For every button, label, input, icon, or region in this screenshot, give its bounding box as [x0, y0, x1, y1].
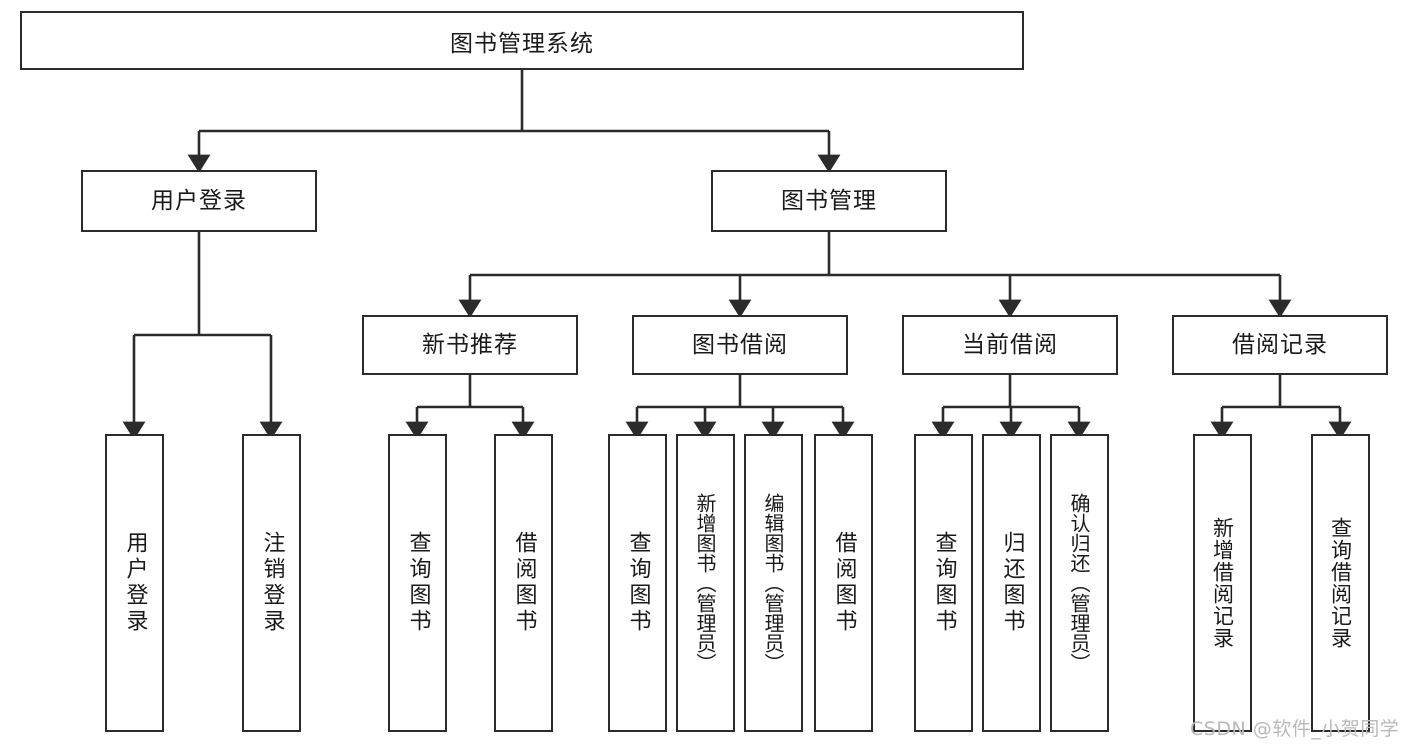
node-current-borrow[interactable]: 当前借阅 [902, 315, 1118, 375]
leaf-query-book-new[interactable]: 查询图书 [388, 434, 447, 732]
node-label: 归还图书 [999, 531, 1025, 635]
node-user-login[interactable]: 用户登录 [81, 170, 317, 232]
node-label: 借阅记录 [1232, 331, 1328, 358]
leaf-edit-book-admin[interactable]: 编辑图书（管理员） [744, 434, 803, 732]
node-label: 注销登录 [259, 531, 285, 635]
node-label: 查询图书 [931, 531, 957, 635]
node-borrow-record[interactable]: 借阅记录 [1172, 315, 1388, 375]
node-label: 图书管理 [781, 187, 877, 214]
node-label: 图书管理系统 [450, 30, 594, 57]
node-label: 借阅图书 [831, 531, 857, 635]
leaf-query-borrow-record[interactable]: 查询借阅记录 [1311, 434, 1370, 732]
node-label: 查询图书 [405, 531, 431, 635]
leaf-add-borrow-record[interactable]: 新增借阅记录 [1193, 434, 1252, 732]
node-label: 确认归还（管理员） [1067, 493, 1091, 673]
node-label: 新增图书（管理员） [693, 493, 717, 673]
node-label: 查询借阅记录 [1328, 517, 1353, 649]
node-root-book-management-system[interactable]: 图书管理系统 [20, 11, 1024, 70]
node-label: 查询图书 [625, 531, 651, 635]
leaf-add-book-admin[interactable]: 新增图书（管理员） [676, 434, 735, 732]
leaf-user-login[interactable]: 用户登录 [105, 434, 164, 732]
node-label: 当前借阅 [962, 331, 1058, 358]
node-label: 图书借阅 [692, 331, 788, 358]
leaf-query-book-borrow[interactable]: 查询图书 [608, 434, 667, 732]
node-label: 借阅图书 [511, 531, 537, 635]
leaf-return-book[interactable]: 归还图书 [982, 434, 1041, 732]
node-label: 新书推荐 [422, 331, 518, 358]
csdn-watermark: CSDN @软件_小贺同学 [1190, 718, 1400, 740]
leaf-user-logout[interactable]: 注销登录 [242, 434, 301, 732]
leaf-confirm-return-admin[interactable]: 确认归还（管理员） [1050, 434, 1109, 732]
node-book-borrow[interactable]: 图书借阅 [632, 315, 848, 375]
leaf-borrow-book[interactable]: 借阅图书 [814, 434, 873, 732]
node-label: 新增借阅记录 [1210, 517, 1235, 649]
leaf-query-book-current[interactable]: 查询图书 [914, 434, 973, 732]
node-label: 用户登录 [122, 531, 148, 635]
node-label: 用户登录 [151, 187, 247, 214]
node-new-book-recommendation[interactable]: 新书推荐 [362, 315, 578, 375]
node-label: 编辑图书（管理员） [761, 493, 785, 673]
leaf-borrow-book-new[interactable]: 借阅图书 [494, 434, 553, 732]
node-book-management[interactable]: 图书管理 [711, 170, 947, 232]
